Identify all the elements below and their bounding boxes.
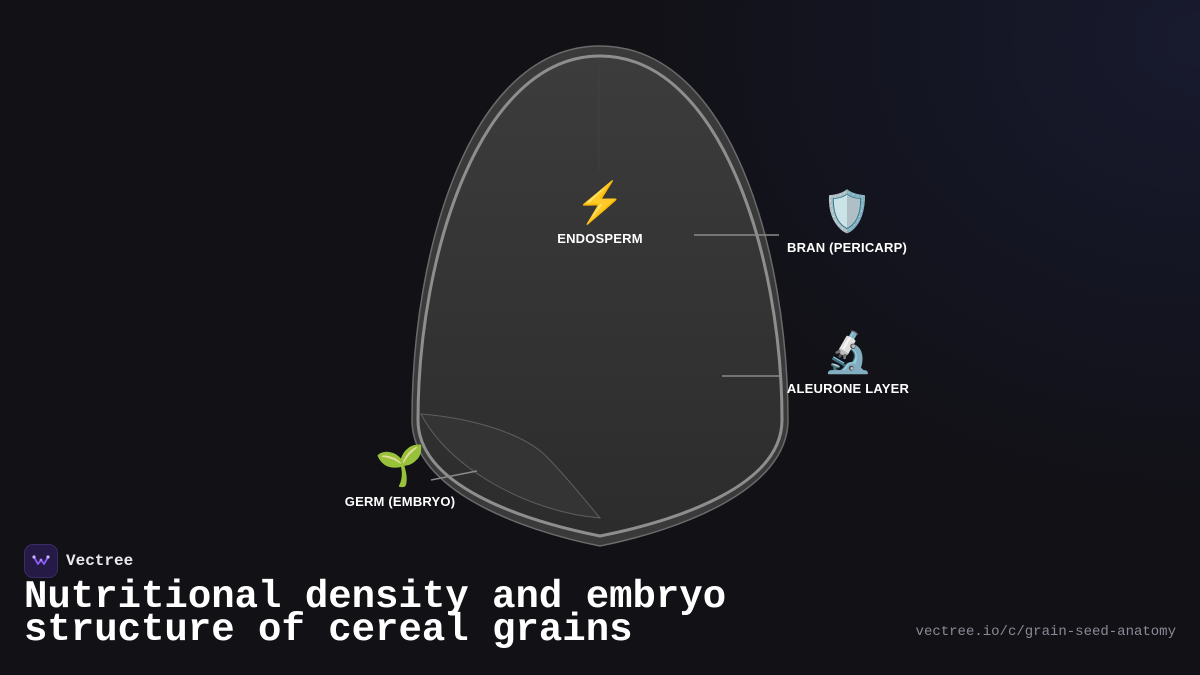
lightning-icon: ⚡ — [575, 181, 625, 225]
germ-leader-line — [430, 470, 478, 481]
germ-label: GERM (EMBRYO) — [344, 494, 456, 509]
vectree-logo-icon — [24, 544, 58, 578]
microscope-icon: 🔬 — [823, 331, 873, 375]
endosperm-callout: ⚡ ENDOSPERM — [557, 179, 643, 246]
brand: Vectree — [24, 544, 133, 578]
germ-callout: 🌱 GERM (EMBRYO) — [345, 442, 455, 509]
bran-callout: 🛡️ BRAN (PERICARP) — [787, 188, 907, 255]
aleurone-label: ALEURONE LAYER — [786, 381, 910, 396]
germ-shape — [420, 413, 602, 519]
endosperm-shape — [416, 54, 784, 538]
aleurone-callout: 🔬 ALEURONE LAYER — [787, 329, 909, 396]
brand-name: Vectree — [66, 552, 134, 570]
seedling-icon: 🌱 — [375, 444, 425, 488]
source-url: vectree.io/c/grain-seed-anatomy — [915, 624, 1176, 640]
endosperm-label: ENDOSPERM — [557, 231, 643, 246]
shield-icon: 🛡️ — [822, 190, 872, 234]
page-title: Nutritional density and embryo structure… — [24, 575, 727, 652]
bran-label: BRAN (PERICARP) — [787, 240, 907, 255]
